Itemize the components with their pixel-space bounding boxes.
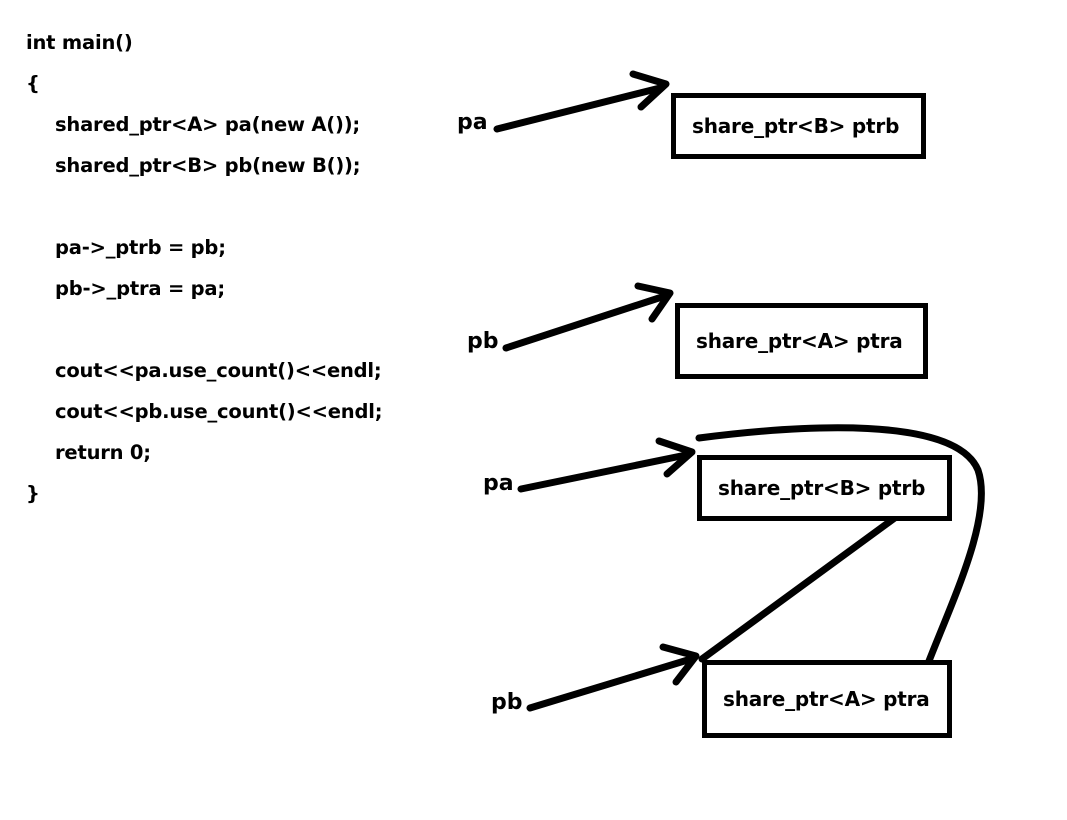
code-line: } bbox=[26, 482, 40, 505]
arrow-pa-to-ptrb-bottom bbox=[517, 437, 696, 493]
node-box-label: share_ptr<B> ptrb bbox=[718, 476, 926, 500]
node-box-ptrb-bottom: share_ptr<B> ptrb bbox=[697, 455, 952, 521]
code-line: int main() bbox=[26, 31, 133, 54]
code-line: { bbox=[26, 72, 40, 95]
pointer-label-pa-top: pa bbox=[457, 110, 488, 135]
code-line-blank bbox=[26, 309, 446, 350]
code-line: return 0; bbox=[55, 441, 151, 464]
node-box-ptrb-top: share_ptr<B> ptrb bbox=[671, 93, 926, 159]
node-box-label: share_ptr<A> ptra bbox=[723, 687, 930, 711]
arrow-pb-to-ptra-bottom bbox=[526, 643, 700, 712]
node-box-ptra-bottom: share_ptr<A> ptra bbox=[702, 660, 952, 738]
pointer-label-pb-bottom: pb bbox=[491, 690, 523, 715]
code-listing: int main() { shared_ptr<A> pa(new A()); … bbox=[26, 22, 446, 514]
code-line-blank bbox=[26, 186, 446, 227]
code-line: cout<<pa.use_count()<<endl; bbox=[55, 359, 382, 382]
code-line: cout<<pb.use_count()<<endl; bbox=[55, 400, 383, 423]
pointer-label-pb-top: pb bbox=[467, 329, 499, 354]
code-line: pb->_ptra = pa; bbox=[55, 277, 225, 300]
code-line: pa->_ptrb = pb; bbox=[55, 236, 226, 259]
node-box-label: share_ptr<B> ptrb bbox=[692, 114, 900, 138]
pointer-label-pa-bottom: pa bbox=[483, 471, 514, 496]
node-box-ptra-top: share_ptr<A> ptra bbox=[675, 303, 928, 379]
code-line: shared_ptr<A> pa(new A()); bbox=[55, 113, 361, 136]
node-box-label: share_ptr<A> ptra bbox=[696, 329, 903, 353]
code-line: shared_ptr<B> pb(new B()); bbox=[55, 154, 361, 177]
cycle-edge-ptra-to-ptrb bbox=[698, 494, 926, 663]
arrow-pa-to-ptrb-top bbox=[493, 70, 670, 133]
arrow-pb-to-ptra-top bbox=[502, 282, 674, 352]
